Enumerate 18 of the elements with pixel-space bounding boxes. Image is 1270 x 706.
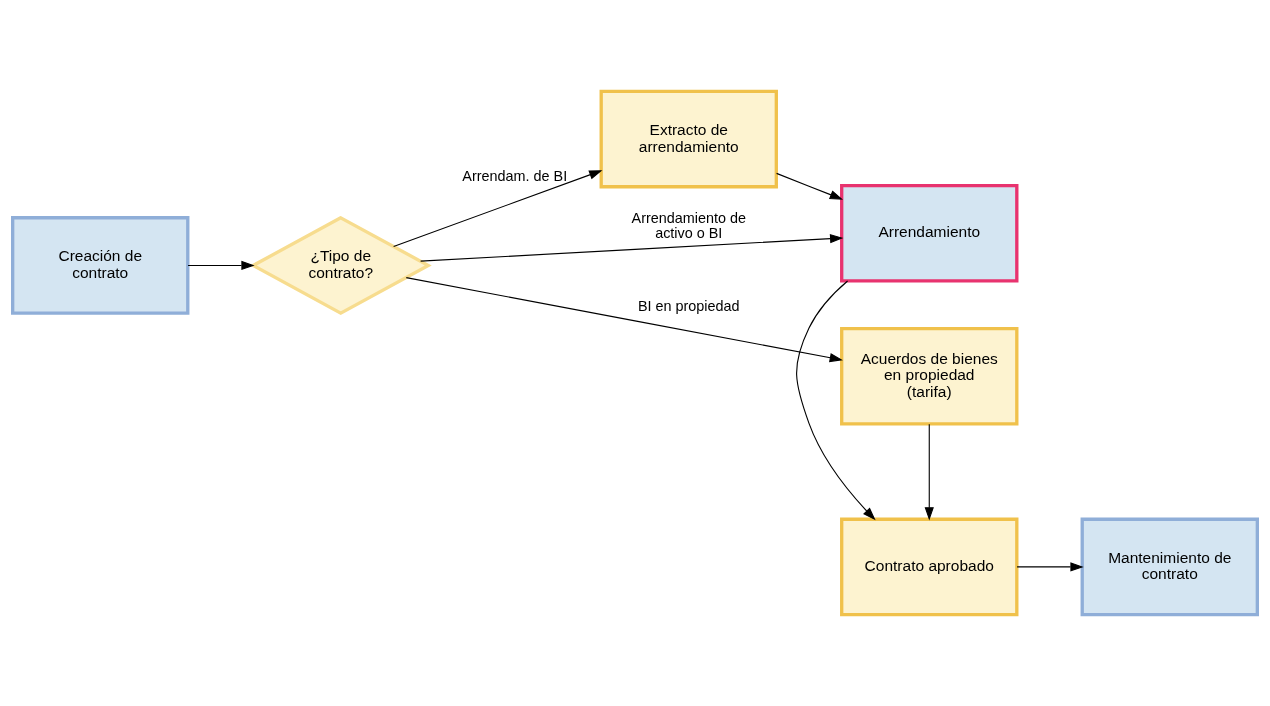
arrow — [187, 260, 255, 271]
arrow — [420, 234, 844, 262]
node-box: Extracto de arrendamiento — [599, 89, 778, 189]
arrow — [776, 172, 844, 200]
node-box: Contrato aprobado — [840, 517, 1019, 617]
node-box: Mantenimiento de contrato — [1080, 517, 1259, 617]
arrow — [1016, 562, 1084, 572]
node-box: Acuerdos de bienes en propiedad (tarifa) — [840, 326, 1019, 426]
arrow — [405, 277, 843, 363]
arrow — [393, 170, 603, 248]
edge-label: Arrendam. de BI — [462, 167, 568, 184]
node-box: Arrendamiento — [840, 183, 1019, 283]
arrow — [924, 423, 934, 521]
edge-label: BI en propiedad — [637, 298, 740, 315]
arrow — [796, 280, 876, 521]
edge-label: Arrendamiento de activo o BI — [631, 209, 746, 242]
node-box: Creación de contrato — [11, 216, 190, 315]
node-diamond: ¿Tipo de contrato? — [249, 215, 432, 315]
